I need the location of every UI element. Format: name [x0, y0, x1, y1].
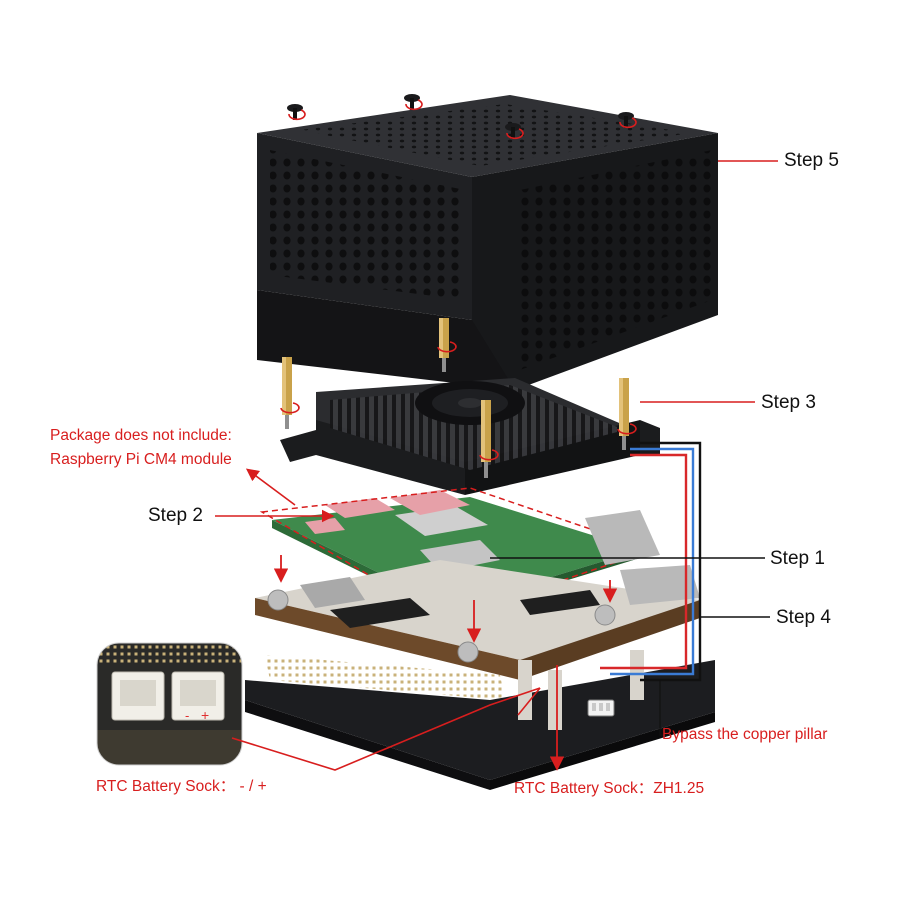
- inset-plus-mark: +: [201, 707, 210, 723]
- package-note-line2: Raspberry Pi CM4 module: [50, 451, 232, 468]
- rtc-right-note: RTC Battery Sock：ZH1.25: [514, 780, 705, 797]
- metal-case-cover: [257, 95, 718, 390]
- brass-standoff-icon: [280, 318, 637, 478]
- case-base-plate: [245, 650, 715, 790]
- cooling-fan-icon: [415, 381, 525, 425]
- inset-frame: [96, 642, 243, 766]
- package-note-line1: Package does not include:: [50, 427, 232, 444]
- rtc-socket-closeup-inset: [97, 643, 242, 765]
- carrier-board: [255, 510, 700, 700]
- label-step-1: Step 1: [770, 548, 825, 569]
- heatsink-with-fan: [280, 378, 660, 495]
- label-step-3: Step 3: [761, 392, 816, 413]
- label-step-2: Step 2: [148, 505, 203, 526]
- label-step-4: Step 4: [776, 607, 831, 628]
- rtc-battery-wires: [600, 441, 702, 682]
- bypass-note: Bypass the copper pillar: [662, 726, 828, 743]
- leader-lines: [215, 160, 778, 771]
- label-step-5: Step 5: [784, 150, 839, 171]
- inset-minus-mark: -: [185, 708, 190, 723]
- screw-icon: [287, 94, 637, 140]
- rtc-connector-icon: [587, 699, 615, 717]
- rtc-left-note: RTC Battery Sock： - / +: [96, 778, 267, 795]
